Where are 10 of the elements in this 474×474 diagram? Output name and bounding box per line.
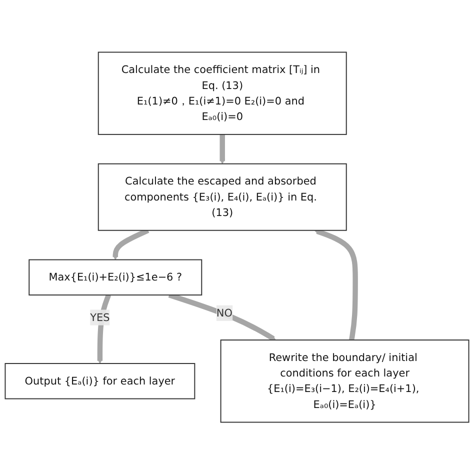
arrow bbox=[220, 134, 226, 164]
node-box: Calculate the escaped and absorbed components {E₃(i), E₄(i), Eₐ(i)} in Eq. (13) bbox=[98, 163, 347, 231]
node-box: Calculate the coefficient matrix [Tᵢⱼ] in Eq. (13) E₁(1)≠0，E₁(i≠1)=0 E₂(i)=0 and Eₐ₀(i)=0 bbox=[98, 52, 347, 135]
node-box: Rewrite the boundary/ initial conditions for each layer {E₁(i)=E₃(i−1), E₂(i)=E₄(i+1), Eₐ₀(i)=Eₐ(i)} bbox=[220, 339, 470, 422]
arrow bbox=[97, 294, 112, 364]
node-box: Max{E₁(i)+E₂(i)}≤1e−6 ? bbox=[28, 259, 202, 296]
node-box: Output {Eₐ(i)} for each layer bbox=[4, 362, 196, 399]
arrow bbox=[314, 228, 358, 340]
edge-label: NO bbox=[216, 306, 232, 319]
edge-label: YES bbox=[90, 310, 110, 324]
